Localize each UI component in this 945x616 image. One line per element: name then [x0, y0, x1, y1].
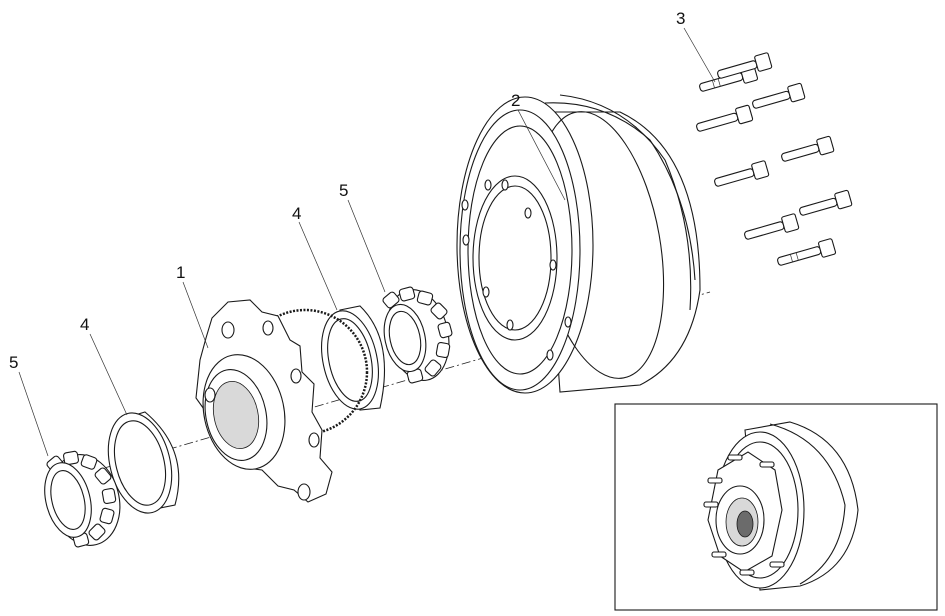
bearing-rollers [46, 450, 117, 548]
callout-inner-bearing-cone: 5 [9, 353, 18, 372]
callout-hub: 1 [176, 263, 185, 282]
leader-line-inner-bearing-cup [89, 333, 128, 416]
callout-wheel-studs: 3 [676, 9, 685, 28]
drum-bolt-holes [461, 179, 572, 361]
wheel-stud [781, 135, 835, 162]
assembled-hub-drum [703, 421, 859, 591]
leader-line-brake-drum [517, 109, 566, 201]
assembled-view-inset [614, 403, 938, 611]
wheel-stud [799, 189, 853, 216]
hub [195, 299, 369, 503]
outer-bearing-cone [382, 286, 453, 384]
leader-line-hub [182, 281, 209, 349]
callout-outer-bearing-cone: 5 [339, 181, 348, 200]
leader-line-outer-bearing-cup [298, 221, 338, 311]
wheel-stud [777, 238, 837, 266]
inner-bearing-cup [107, 411, 180, 514]
wheel-stud [714, 160, 770, 187]
inner-bearing-cone [44, 450, 121, 548]
wheel-stud [717, 52, 773, 79]
outer-bearing-cup [321, 305, 386, 411]
leader-line-outer-bearing-cone [347, 199, 386, 293]
wheel-stud [744, 213, 800, 240]
brake-drum [456, 94, 701, 394]
callout-brake-drum: 2 [511, 91, 520, 110]
leader-line-wheel-studs [683, 27, 716, 83]
wheel-studs [696, 52, 853, 266]
leader-line-inner-bearing-cone [18, 371, 49, 457]
callout-inner-bearing-cup: 4 [80, 315, 89, 334]
leader-lines [18, 27, 716, 457]
wheel-stud [752, 82, 806, 109]
wheel-stud [696, 104, 754, 132]
bearing-rollers [382, 286, 453, 384]
callout-outer-bearing-cup: 4 [292, 204, 301, 223]
